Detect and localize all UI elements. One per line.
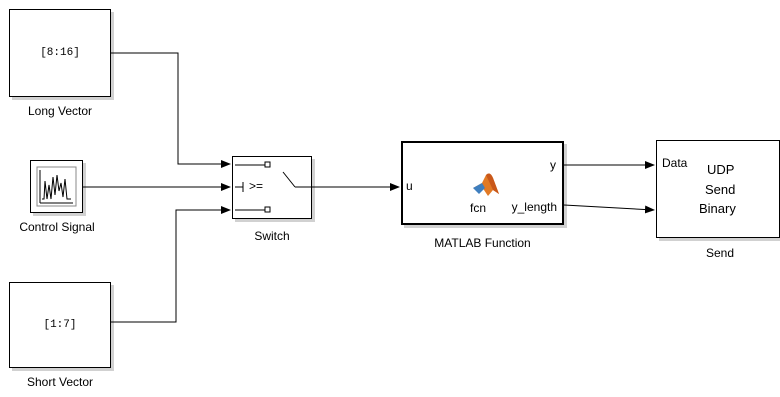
switch-criteria: >=	[249, 179, 264, 193]
send-title-binary: Binary	[699, 201, 736, 216]
send-label: Send	[705, 246, 735, 260]
send-title-send: Send	[705, 182, 736, 197]
udp-send-block[interactable]: Data UDP Send Binary	[656, 140, 780, 238]
fcn-output-port-y-length: y_length	[511, 200, 557, 214]
long-vector-value: [8:16]	[40, 47, 80, 59]
fcn-body-label: fcn	[470, 201, 487, 215]
short-vector-block[interactable]: [1:7]	[9, 282, 111, 368]
short-vector-label: Short Vector	[26, 375, 94, 389]
long-vector-block[interactable]: [8:16]	[9, 9, 111, 97]
switch-icon	[235, 161, 311, 213]
send-title-udp: UDP	[707, 162, 735, 177]
fcn-output-port-y: y	[550, 158, 556, 172]
matlab-logo-icon	[473, 173, 499, 196]
matlab-function-label: MATLAB Function	[434, 236, 531, 250]
long-vector-label: Long Vector	[27, 104, 93, 118]
switch-label: Switch	[254, 229, 290, 243]
matlab-function-block[interactable]: u y y_length fcn	[401, 141, 564, 225]
switch-block[interactable]: >=	[232, 156, 312, 219]
control-signal-block[interactable]	[30, 160, 83, 213]
signal-builder-icon	[36, 166, 77, 207]
wire-short-to-switch	[111, 206, 231, 323]
send-input-port-data: Data	[662, 156, 688, 170]
control-signal-label: Control Signal	[19, 220, 95, 234]
short-vector-value: [1:7]	[43, 319, 77, 331]
wire-ylength-to-send	[563, 204, 655, 214]
wire-long-to-switch	[111, 52, 231, 168]
fcn-input-port-u: u	[406, 179, 413, 193]
